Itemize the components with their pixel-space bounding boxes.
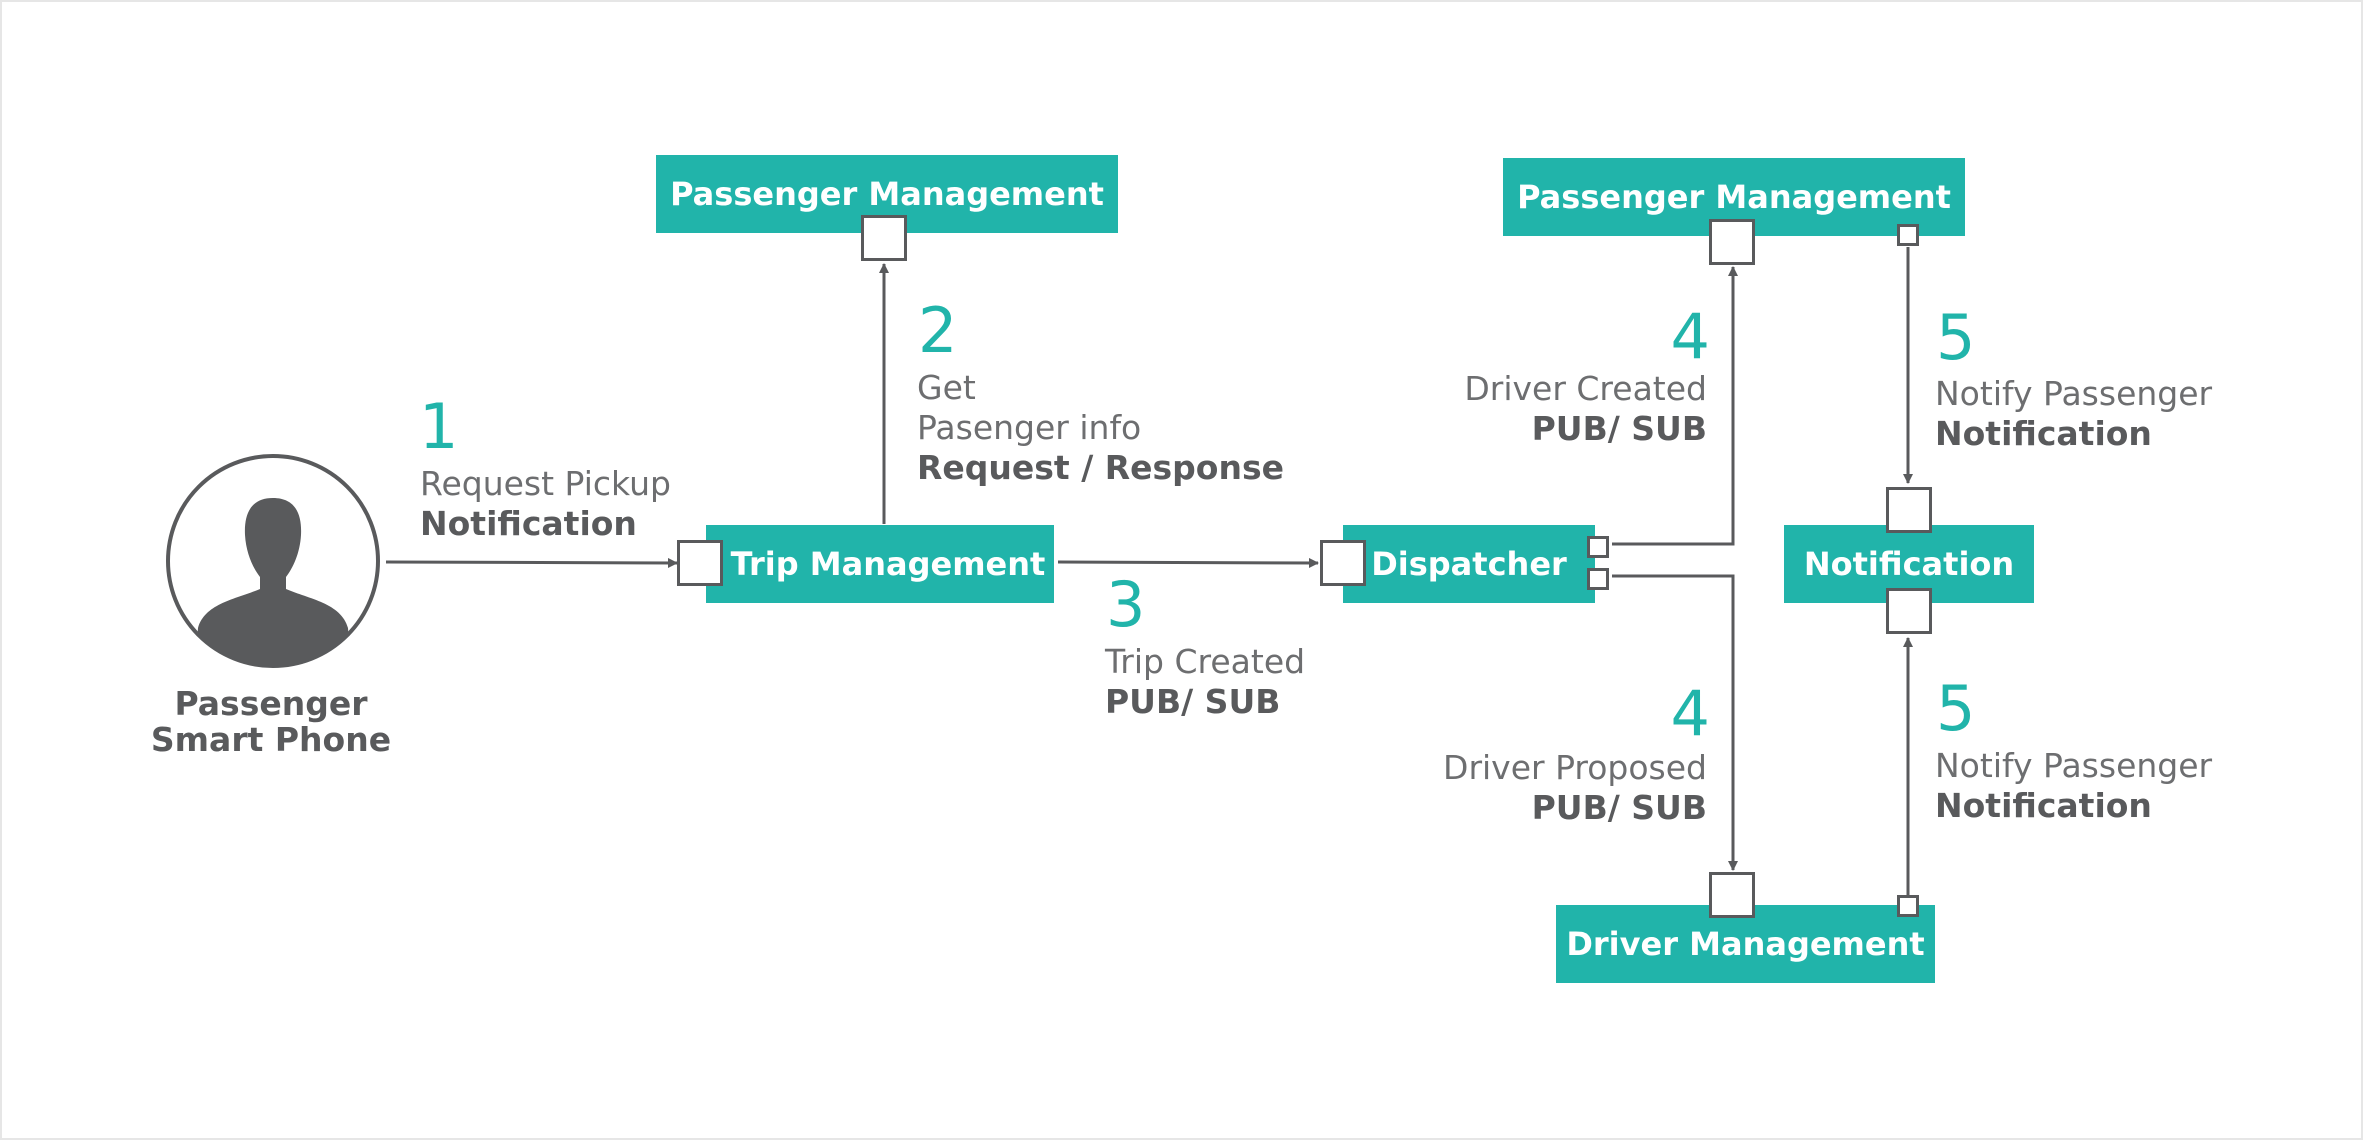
step-1-text: Request Pickup <box>420 464 671 503</box>
step-number-4-down: 4 <box>1670 677 1710 750</box>
person-silhouette-icon <box>166 454 380 668</box>
step-2-label: Get Pasenger info Request / Response <box>917 368 1284 488</box>
port-dispatcher-in <box>1320 540 1366 586</box>
step-number-3: 3 <box>1106 568 1146 641</box>
step-2-text-2: Pasenger info <box>917 408 1142 447</box>
step-4-down-type: PUB/ SUB <box>1531 788 1707 827</box>
step-4-up-text: Driver Created <box>1464 369 1707 408</box>
port-dispatcher-out-down <box>1587 568 1609 590</box>
step-4-down-label: Driver Proposed PUB/ SUB <box>1402 748 1707 828</box>
step-number-2: 2 <box>918 294 958 367</box>
step-4-down-text: Driver Proposed <box>1443 748 1707 787</box>
step-1-type: Notification <box>420 504 637 543</box>
port-driver-out <box>1897 895 1919 917</box>
passenger-smartphone-label: Passenger Smart Phone <box>121 686 421 758</box>
step-1-label: Request Pickup Notification <box>420 464 671 544</box>
step-4-up-type: PUB/ SUB <box>1531 409 1707 448</box>
arrow-driver-proposed <box>1612 574 1738 871</box>
arrow-request-pickup <box>385 557 678 568</box>
service-dispatcher[interactable]: Dispatcher <box>1343 525 1595 603</box>
port-trip-in <box>677 540 723 586</box>
step-5-up-text: Notify Passenger <box>1935 374 2213 413</box>
passenger-avatar <box>165 453 381 669</box>
step-4-up-label: Driver Created PUB/ SUB <box>1402 369 1707 449</box>
arrow-trip-created <box>1057 557 1319 568</box>
actor-line-2: Smart Phone <box>150 720 392 759</box>
port-pm-right-out <box>1897 224 1919 246</box>
step-5-down-text: Notify Passenger <box>1935 746 2213 785</box>
port-pm-left-in <box>861 215 907 261</box>
step-number-4-up: 4 <box>1670 300 1710 373</box>
port-driver-in <box>1709 872 1755 918</box>
port-pm-right-in <box>1709 219 1755 265</box>
step-3-text: Trip Created <box>1105 642 1306 681</box>
port-notification-in-bottom <box>1886 588 1932 634</box>
port-dispatcher-out-up <box>1587 536 1609 558</box>
step-5-up-label: Notify Passenger Notification <box>1935 374 2212 454</box>
step-number-5-up: 5 <box>1936 301 1976 374</box>
service-trip-management[interactable]: Trip Management <box>706 525 1054 603</box>
step-2-text-1: Get <box>917 368 976 407</box>
service-passenger-management-right[interactable]: Passenger Management <box>1503 158 1965 236</box>
step-2-type: Request / Response <box>917 448 1284 487</box>
step-5-down-label: Notify Passenger Notification <box>1935 746 2212 826</box>
step-5-down-type: Notification <box>1935 786 2152 825</box>
step-5-up-type: Notification <box>1935 414 2152 453</box>
step-number-1: 1 <box>419 390 459 463</box>
port-notification-in-top <box>1886 487 1932 533</box>
service-driver-management[interactable]: Driver Management <box>1556 905 1935 983</box>
arrow-driver-created <box>1612 266 1738 546</box>
step-3-label: Trip Created PUB/ SUB <box>1105 642 1305 722</box>
step-3-type: PUB/ SUB <box>1105 682 1281 721</box>
actor-line-1: Passenger <box>174 684 368 723</box>
step-number-5-down: 5 <box>1936 672 1976 745</box>
